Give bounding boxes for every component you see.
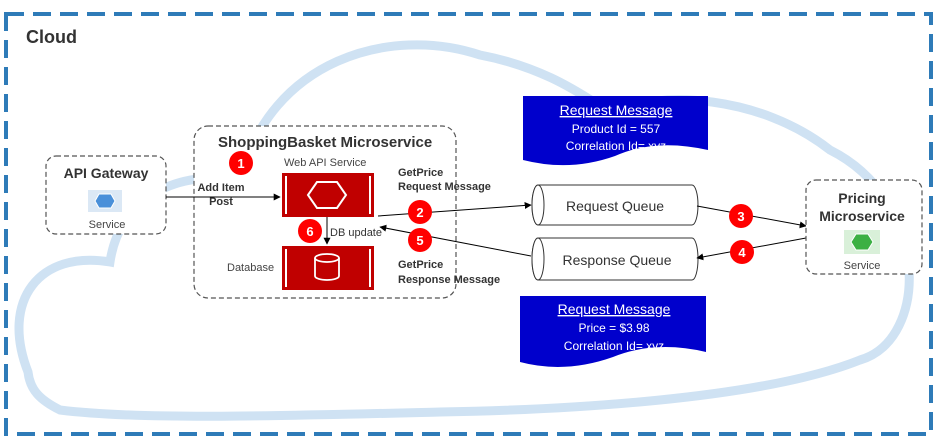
- request-arrow: [377, 201, 532, 217]
- step-badge-5: 5: [408, 228, 432, 252]
- response-doc-title: Request Message: [558, 301, 671, 317]
- step-badge-3: 3: [729, 204, 753, 228]
- request-queue: [531, 184, 699, 226]
- response-queue-label: Response Queue: [563, 252, 672, 268]
- get-price-request-label: GetPrice: [398, 167, 443, 179]
- request-doc-title: Request Message: [560, 102, 673, 118]
- svg-text:6: 6: [306, 224, 313, 239]
- step-badge-2: 2: [408, 200, 432, 224]
- svg-text:3: 3: [737, 209, 744, 224]
- api-gateway-service-icon: [88, 190, 122, 212]
- response-doc-shape: [520, 296, 706, 367]
- step-badge-6: 6: [298, 219, 322, 243]
- step-badge-4: 4: [730, 240, 754, 264]
- shopping-basket-title: ShoppingBasket Microservice: [218, 134, 432, 151]
- pricing-box: [805, 179, 923, 275]
- request-doc-shape: [523, 96, 708, 166]
- database-icon: [282, 246, 374, 290]
- response-arrow: [379, 224, 532, 257]
- add-item-post-label: Post: [209, 196, 233, 208]
- get-price-response-label-2: Response Message: [398, 274, 500, 286]
- get-price-request-label-2: Request Message: [398, 181, 491, 193]
- api-gateway-service-label: Service: [89, 219, 126, 231]
- database-label: Database: [227, 262, 274, 274]
- pricing-title-2: Microservice: [819, 208, 905, 224]
- pricing-service-label: Service: [844, 260, 881, 272]
- cloud-shape: [14, 40, 914, 421]
- web-api-label: Web API Service: [284, 157, 366, 169]
- pricing-title: Pricing: [838, 190, 885, 206]
- web-api-hexagon-icon: [282, 173, 374, 217]
- get-price-response-label: GetPrice: [398, 259, 443, 271]
- db-update-label: DB update: [330, 227, 382, 239]
- cloud-label: Cloud: [26, 27, 77, 47]
- svg-text:4: 4: [738, 245, 746, 260]
- svg-text:1: 1: [237, 156, 244, 171]
- svg-text:2: 2: [416, 205, 423, 220]
- request-queue-label: Request Queue: [566, 198, 664, 214]
- response-queue: [531, 237, 699, 281]
- svg-text:5: 5: [416, 233, 423, 248]
- step-badge-1: 1: [229, 151, 253, 175]
- response-doc-line1: Price = $3.98: [578, 321, 649, 335]
- request-doc-line2: Correlation Id= xyz: [566, 139, 666, 153]
- response-doc-line2: Correlation Id= xyz: [564, 339, 664, 353]
- add-item-label: Add Item: [197, 182, 244, 194]
- request-doc-line1: Product Id = 557: [572, 122, 661, 136]
- api-gateway-title: API Gateway: [64, 165, 149, 181]
- pricing-service-icon: [844, 230, 880, 254]
